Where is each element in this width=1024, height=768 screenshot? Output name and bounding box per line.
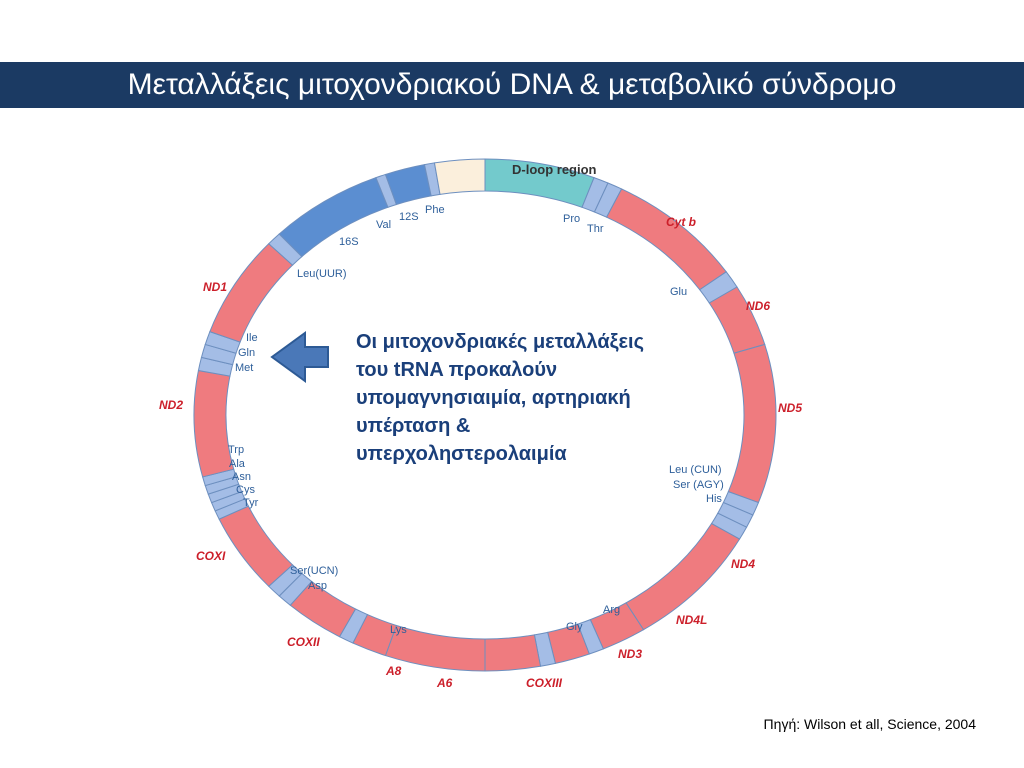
ring-segment-coxi bbox=[218, 505, 294, 587]
label-trp: Trp bbox=[228, 444, 244, 456]
ring-segment-nd5 bbox=[727, 343, 777, 504]
label-nd4: ND4 bbox=[731, 557, 755, 571]
label-asp: Asp bbox=[308, 580, 327, 592]
label-nd3: ND3 bbox=[618, 647, 642, 661]
label-arg: Arg bbox=[603, 604, 620, 616]
label-leu-uur: Leu(UUR) bbox=[297, 268, 347, 280]
label-his: His bbox=[706, 493, 722, 505]
label-nd2: ND2 bbox=[159, 398, 183, 412]
label-lys: Lys bbox=[390, 624, 407, 636]
label-pro: Pro bbox=[563, 213, 580, 225]
label-nd1: ND1 bbox=[203, 280, 227, 294]
label-ser-agy: Ser (AGY) bbox=[673, 479, 724, 491]
label-phe: Phe bbox=[425, 204, 445, 216]
source-citation: Πηγή: Wilson et all, Science, 2004 bbox=[763, 716, 976, 732]
caption-text: Οι μιτοχονδριακές μεταλλάξεις του tRNA π… bbox=[356, 331, 644, 465]
label-nd6: ND6 bbox=[746, 299, 770, 313]
label-thr: Thr bbox=[587, 223, 604, 235]
slide-title: Μεταλλάξεις μιτοχονδριακού DNA & μεταβολ… bbox=[127, 68, 897, 101]
title-bar bbox=[0, 62, 1024, 108]
label-val: Val bbox=[376, 219, 391, 231]
gene-labels: D-loop region Phe 12S Val 16S Leu(UUR) N… bbox=[159, 162, 802, 690]
label-a8: A8 bbox=[385, 664, 402, 678]
ring-segment-nd2 bbox=[193, 369, 235, 478]
label-12s: 12S bbox=[399, 211, 419, 223]
ring-segments bbox=[193, 158, 777, 672]
label-nd4l: ND4L bbox=[676, 613, 707, 627]
ring-segment-16s bbox=[278, 177, 389, 258]
pointer-arrow-icon bbox=[270, 331, 329, 383]
label-coxi: COXI bbox=[196, 549, 226, 563]
label-cyt-b: Cyt b bbox=[666, 215, 696, 229]
label-tyr: Tyr bbox=[243, 497, 259, 509]
label-ile: Ile bbox=[246, 332, 258, 344]
label-asn: Asn bbox=[232, 471, 251, 483]
ring-segment-non-coding bbox=[433, 158, 486, 195]
ring-segment-coxiii bbox=[484, 634, 542, 672]
label-d-loop: D-loop region bbox=[512, 162, 597, 177]
label-cys: Cys bbox=[236, 484, 255, 496]
label-coxii: COXII bbox=[287, 635, 320, 649]
label-gly: Gly bbox=[566, 621, 583, 633]
label-ala: Ala bbox=[229, 458, 246, 470]
label-coxiii: COXIII bbox=[526, 676, 563, 690]
label-leu-cun: Leu (CUN) bbox=[669, 464, 722, 476]
label-glu: Glu bbox=[670, 286, 687, 298]
label-16s: 16S bbox=[339, 236, 359, 248]
label-met: Met bbox=[235, 362, 253, 374]
label-gln: Gln bbox=[238, 347, 255, 359]
label-ser-ucn: Ser(UCN) bbox=[290, 565, 338, 577]
label-nd5: ND5 bbox=[778, 401, 802, 415]
label-a6: A6 bbox=[436, 676, 453, 690]
ring-segment-cyt-b bbox=[605, 188, 727, 291]
